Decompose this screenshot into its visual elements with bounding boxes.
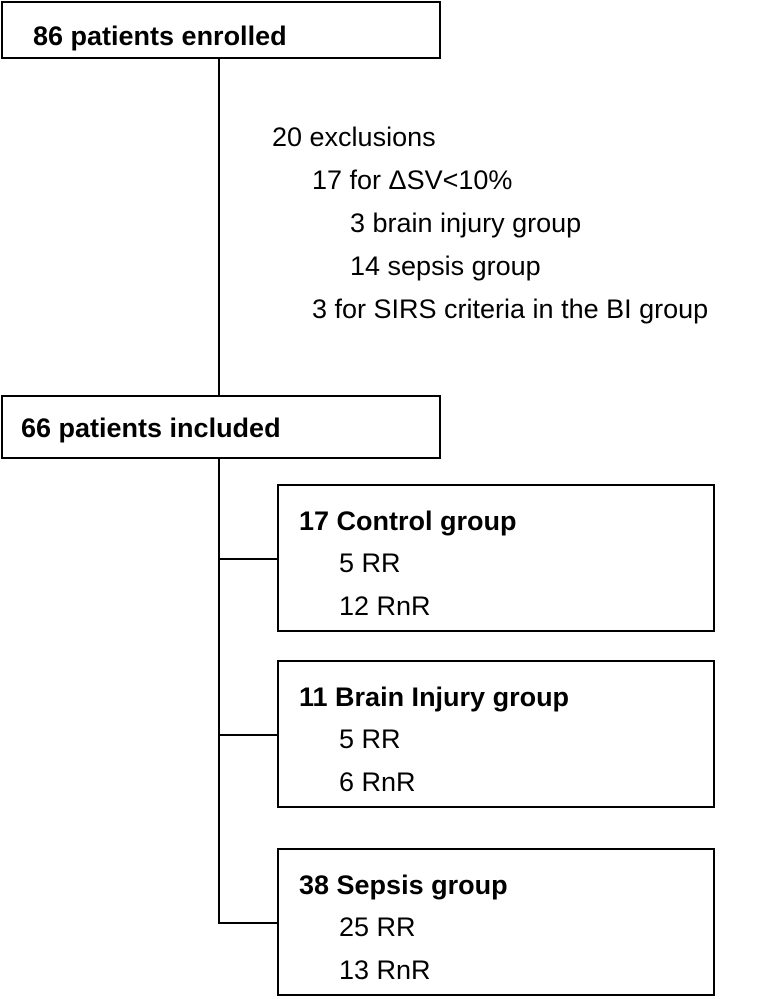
group-line: 25 RR xyxy=(339,912,416,942)
group-line: 5 RR xyxy=(339,724,401,754)
exclusion-item: 17 for ΔSV<10% xyxy=(312,165,513,195)
included-label: 66 patients included xyxy=(21,413,281,443)
sepsis-group-box: 38 Sepsis group 25 RR 13 RnR xyxy=(277,848,715,996)
group-line: 6 RnR xyxy=(339,767,416,797)
group-title: 38 Sepsis group xyxy=(299,870,508,900)
brain-injury-group-box: 11 Brain Injury group 5 RR 6 RnR xyxy=(277,660,715,808)
group-line: 13 RnR xyxy=(339,955,431,985)
included-box: 66 patients included xyxy=(1,395,441,459)
group-title: 17 Control group xyxy=(299,506,517,536)
connector-enrolled-to-included xyxy=(218,59,220,396)
control-group-box: 17 Control group 5 RR 12 RnR xyxy=(277,484,715,632)
group-title: 11 Brain Injury group xyxy=(299,682,570,712)
exclusion-item: 3 for SIRS criteria in the BI group xyxy=(312,294,709,324)
connector-to-control xyxy=(218,558,278,560)
enrolled-box: 86 patients enrolled xyxy=(1,1,441,59)
exclusion-item: 3 brain injury group xyxy=(350,208,582,238)
group-line: 5 RR xyxy=(339,548,401,578)
connector-included-trunk xyxy=(218,458,220,924)
exclusion-item: 14 sepsis group xyxy=(350,251,541,281)
connector-to-sepsis xyxy=(218,922,278,924)
enrolled-label: 86 patients enrolled xyxy=(33,21,287,51)
group-line: 12 RnR xyxy=(339,591,431,621)
exclusions-title: 20 exclusions xyxy=(272,122,436,152)
connector-to-brain-injury xyxy=(218,734,278,736)
